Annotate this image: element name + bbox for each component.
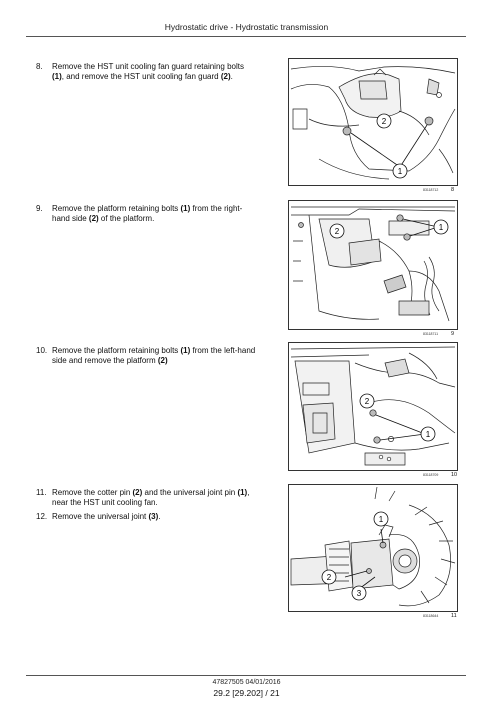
callout-3: 3 bbox=[357, 589, 362, 598]
footer-document-id: 47827505 04/01/2016 bbox=[212, 679, 281, 686]
figure-11: 1 2 3 bbox=[288, 484, 458, 612]
step-text: Remove the platform retaining bolts (1) … bbox=[52, 204, 243, 223]
step-number: 10. bbox=[36, 346, 48, 355]
figure-9-number: 9 bbox=[451, 331, 455, 337]
figure-9-illustration: 2 1 bbox=[291, 206, 456, 322]
footer-divider bbox=[26, 675, 466, 676]
callout-1: 1 bbox=[439, 223, 444, 232]
step-9: 9. Remove the platform retaining bolts (… bbox=[36, 204, 258, 224]
figure-10-number: 10 bbox=[451, 472, 458, 478]
callout-2: 2 bbox=[365, 397, 370, 406]
callout-2: 2 bbox=[327, 573, 332, 582]
figure-8-illustration: 2 1 bbox=[290, 66, 456, 180]
step-number: 11. bbox=[36, 488, 47, 497]
footer-page-number: 29.2 [29.202] / 21 bbox=[213, 688, 280, 698]
page-header: Hydrostatic drive - Hydrostatic transmis… bbox=[164, 22, 329, 32]
figure-11-number: 11 bbox=[451, 613, 457, 619]
step-text: Remove the universal joint (3). bbox=[52, 512, 161, 521]
figure-11-illustration: 1 2 3 bbox=[290, 486, 456, 607]
figure-9: 2 1 bbox=[288, 200, 458, 330]
callout-1: 1 bbox=[379, 515, 384, 524]
step-8: 8. Remove the HST unit cooling fan guard… bbox=[36, 62, 258, 82]
callout-1: 1 bbox=[426, 430, 431, 439]
step-10: 10. Remove the platform retaining bolts … bbox=[36, 346, 258, 366]
step-number: 8. bbox=[36, 62, 43, 71]
step-text: Remove the cotter pin (2) and the univer… bbox=[52, 488, 250, 507]
step-11: 11. Remove the cotter pin (2) and the un… bbox=[36, 488, 258, 508]
callout-1: 1 bbox=[398, 167, 403, 176]
figure-10-id: 83118709 bbox=[423, 473, 439, 477]
callout-2: 2 bbox=[382, 117, 387, 126]
figure-8-id: 83118712 bbox=[423, 188, 439, 192]
figure-10: 2 1 bbox=[288, 342, 458, 471]
step-text: Remove the HST unit cooling fan guard re… bbox=[52, 62, 244, 81]
figure-10-illustration: 2 1 bbox=[290, 346, 456, 466]
step-number: 9. bbox=[36, 204, 43, 213]
figure-11-id: 83118644 bbox=[423, 614, 439, 618]
step-number: 12. bbox=[36, 512, 48, 521]
step-text: Remove the platform retaining bolts (1) … bbox=[52, 346, 256, 365]
header-divider bbox=[26, 36, 466, 37]
callout-2: 2 bbox=[335, 227, 340, 236]
step-12: 12. Remove the universal joint (3). bbox=[36, 512, 258, 522]
figure-9-id: 83118711 bbox=[423, 332, 439, 336]
figure-8-number: 8 bbox=[451, 187, 455, 193]
figure-8: 2 1 bbox=[288, 58, 458, 186]
